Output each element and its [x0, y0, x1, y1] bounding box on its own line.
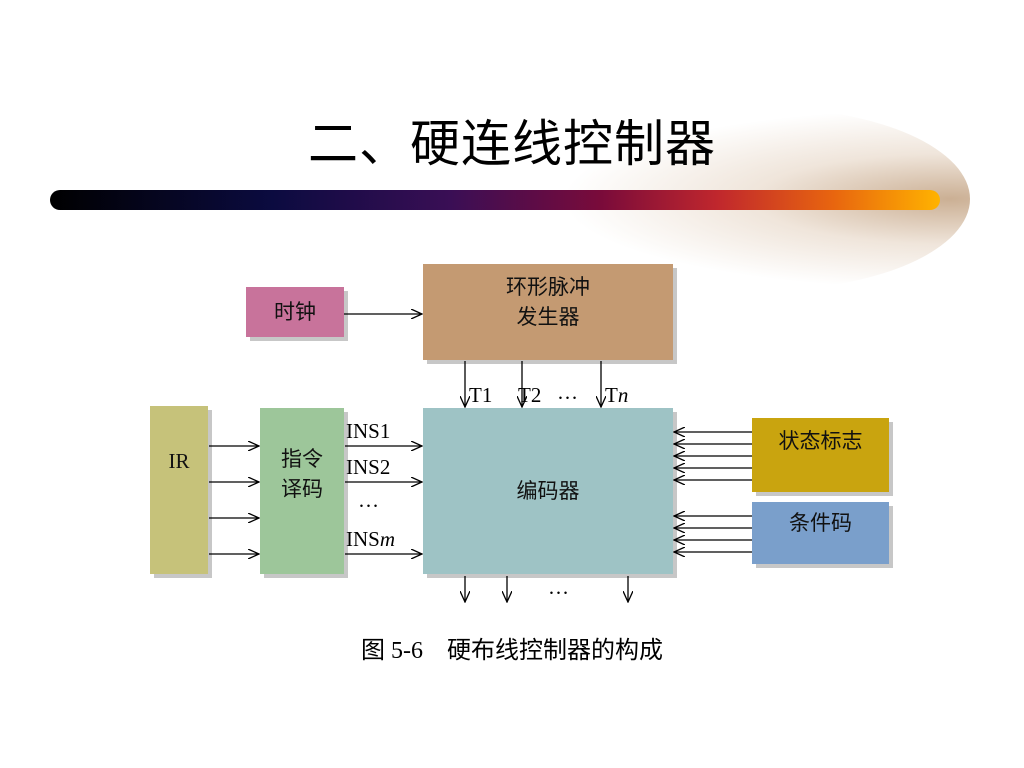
tn-prefix: T [605, 383, 618, 407]
clock-box: 时钟 [246, 287, 344, 337]
output-ellipsis: … [548, 575, 569, 599]
page-title: 二、硬连线控制器 [308, 115, 716, 173]
condition-code-label: 条件码 [789, 511, 852, 535]
encoder-label: 编码器 [516, 478, 580, 503]
condition-code-box: 条件码 [752, 502, 889, 564]
insm-label: INSm [346, 527, 395, 552]
status-flags-box: 状态标志 [752, 418, 889, 492]
pulse-generator-label: 环形脉冲 发生器 [506, 275, 590, 330]
t1-label: T1 [469, 383, 493, 407]
insm-subscript: m [379, 527, 396, 551]
figure-caption: 图 5-6 硬布线控制器的构成 [361, 638, 663, 664]
ir-label: IR [168, 449, 190, 473]
tn-subscript: n [617, 383, 629, 407]
title-underline-bar [50, 190, 940, 210]
decoder-box: 指令 译码 [260, 408, 344, 574]
timing-ellipsis: … [557, 380, 578, 404]
ins-ellipsis: … [358, 488, 379, 512]
tn-label: Tn [605, 383, 628, 408]
clock-label: 时钟 [274, 299, 316, 324]
insm-prefix: INS [346, 527, 380, 551]
pulse-generator-box: 环形脉冲 发生器 [423, 264, 673, 360]
status-flags-label: 状态标志 [778, 429, 863, 453]
encoder-box: 编码器 [423, 408, 673, 574]
decoder-label: 指令 译码 [281, 447, 323, 502]
ir-box: IR [150, 406, 208, 574]
ins1-label: INS1 [346, 419, 391, 443]
ins2-label: INS2 [346, 455, 391, 479]
